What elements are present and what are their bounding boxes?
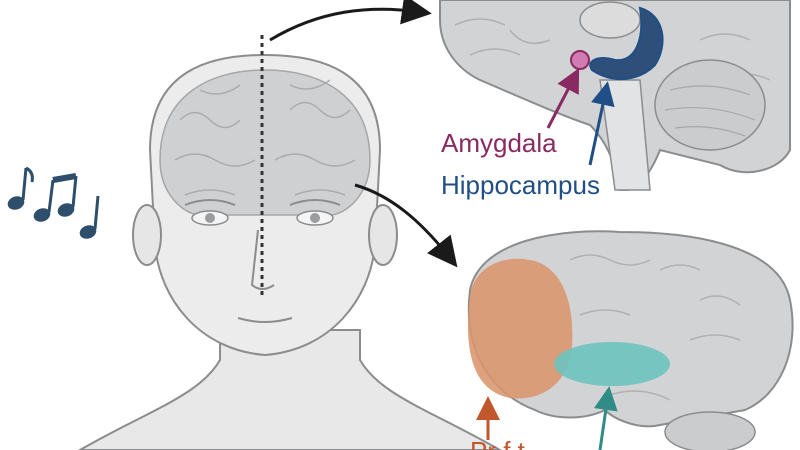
prefrontal-region [468,259,572,399]
lateral-brain [468,231,793,450]
music-notes-icon [6,168,98,240]
temporal-region [554,342,670,386]
prefrontal-label-partial: Pr f t [470,438,525,450]
sagittal-brain [440,0,790,190]
amygdala-region [571,51,589,69]
amygdala-label: Amygdala [441,130,557,156]
arrow-icon [270,9,420,40]
hippocampus-label: Hippocampus [441,172,600,198]
